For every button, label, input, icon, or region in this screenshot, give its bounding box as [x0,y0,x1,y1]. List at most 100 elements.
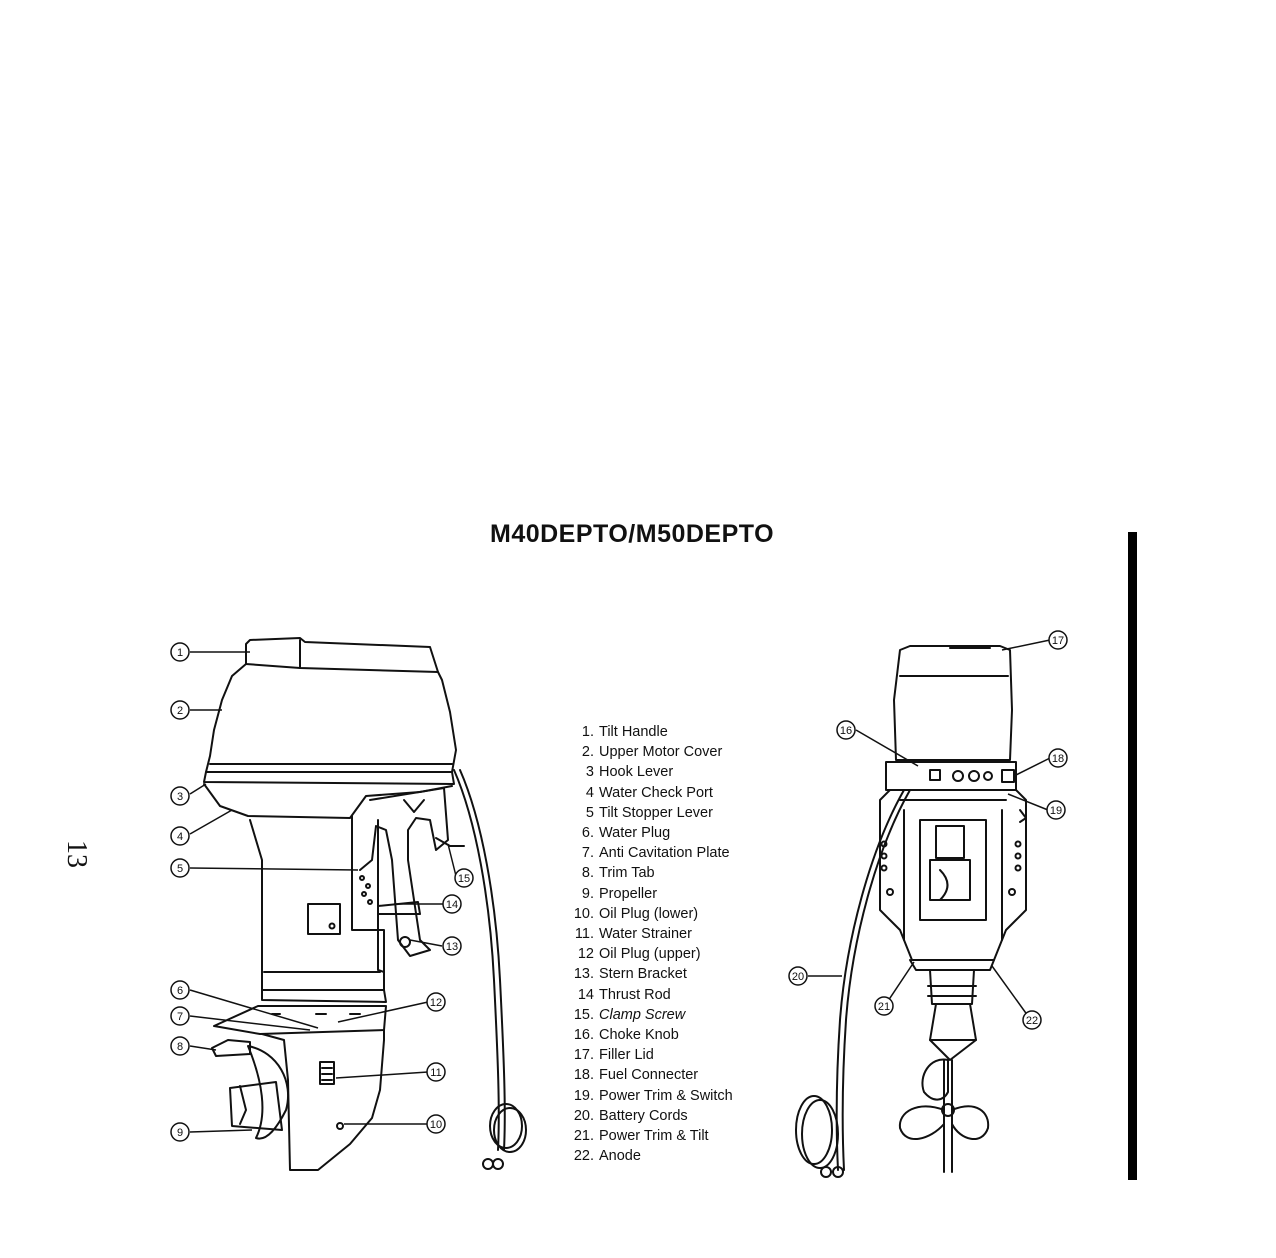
part-number: 14 [577,986,594,1003]
callout-number: 6 [177,985,183,997]
parts-list-item: 19. Power Trim & Switch [556,1086,733,1106]
part-number: 1. [581,724,594,740]
part-label: Anode [599,1148,641,1165]
callout-8 [170,1036,190,1056]
callout-number: 20 [792,971,804,983]
parts-list-item: 17. Filler Lid [556,1045,733,1065]
part-number: 21. [573,1128,594,1145]
callout-9 [170,1122,190,1142]
parts-list-item: 14 Thrust Rod [556,985,733,1005]
part-label: Propeller [599,885,658,902]
callout-16 [836,720,856,740]
part-number: 17. [573,1047,594,1064]
callout-number: 8 [177,1041,183,1053]
callout-markers [170,630,1068,1142]
parts-list-item: 5 Tilt Stopper Lever [556,803,733,823]
callout-5 [170,858,190,878]
part-label: Thrust Rod [599,986,671,1003]
parts-list-item: 13.Stern Bracket [556,964,733,984]
part-label: Anti Cavitation Plate [599,845,730,862]
part-label: Tilt Handle [599,724,668,740]
callout-21 [874,996,894,1016]
callout-number: 5 [177,863,183,875]
part-label: Water Plug [599,825,671,842]
callout-number: 2 [177,705,183,717]
parts-list-item: 16. Choke Knob [556,1025,733,1045]
callout-6 [170,980,190,1000]
part-number: 6. [581,825,594,842]
part-number: 19. [573,1087,594,1104]
callout-10 [426,1114,446,1134]
parts-list-item: 18.Fuel Connecter [556,1065,733,1085]
part-label: Water Check Port [599,784,713,801]
callout-number: 16 [840,725,852,737]
parts-list-item: 1. Tilt Handle [556,722,733,742]
callout-3 [170,786,190,806]
callout-number: 13 [446,941,458,953]
part-number: 7. [581,845,594,862]
callout-1 [170,642,190,662]
parts-list-item: 12 Oil Plug (upper) [556,944,733,964]
parts-list-item: 4 Water Check Port [556,783,733,803]
part-number: 12 [577,946,594,963]
callout-number: 3 [177,791,183,803]
callout-2 [170,700,190,720]
part-label: Water Strainer [599,926,692,943]
callout-22 [1022,1010,1042,1030]
part-label: Trim Tab [599,865,655,882]
parts-list-item: 21. Power Trim & Tilt [556,1126,733,1146]
parts-list-item: 20.Battery Cords [556,1106,733,1126]
part-number: 2. [581,744,594,761]
callout-4 [170,826,190,846]
callout-number: 9 [177,1127,183,1139]
parts-list-item: 11.Water Strainer [556,924,733,944]
callout-number: 1 [177,647,183,659]
part-number: 4 [585,784,594,801]
callout-number: 21 [878,1001,890,1013]
part-label: Stern Bracket [599,966,687,983]
callout-18 [1048,748,1068,768]
part-label: Oil Plug (lower) [599,905,699,922]
part-number: 10. [573,905,594,922]
part-label: Oil Plug (upper) [599,946,701,963]
parts-list-item: 6. Water Plug [556,823,733,843]
page-title: M40DEPTO/M50DEPTO [490,520,775,548]
callout-15 [454,868,474,888]
part-number: 16. [573,1027,594,1044]
callout-20 [788,966,808,986]
part-label: Filler Lid [599,1047,654,1064]
callout-numbers: 1 2 3 4 5 6 7 8 9 10 11 12 13 14 15 16 1… [177,635,1064,1139]
callout-number: 12 [430,997,442,1009]
callout-number: 18 [1052,753,1064,765]
part-label: Upper Motor Cover [599,744,723,761]
part-number: 3 [585,764,594,781]
part-number: 8. [581,865,594,882]
part-label: Battery Cords [599,1107,688,1124]
front-view-motor [795,645,1027,1178]
parts-list-item: 2. Upper Motor Cover [556,742,733,762]
margin-rule [1128,532,1137,1180]
part-number: 5 [585,804,594,821]
callout-number: 14 [446,899,458,911]
part-label: Clamp Screw [599,1006,686,1023]
parts-list-item: 3 Hook Lever [556,762,733,782]
part-label: Hook Lever [599,764,674,781]
callout-7 [170,1006,190,1026]
parts-list-item: 7. Anti Cavitation Plate [556,843,733,863]
callout-number: 19 [1050,805,1062,817]
side-view-motor [203,637,527,1171]
part-label: Tilt Stopper Lever [599,804,713,821]
part-label: Choke Knob [599,1027,679,1044]
callout-14 [442,894,462,914]
part-label: Power Trim & Tilt [599,1128,709,1145]
part-number: 22. [573,1148,594,1165]
callout-number: 22 [1026,1015,1038,1027]
part-number: 15. [573,1006,594,1023]
part-label: Power Trim & Switch [599,1087,733,1104]
parts-list: 1. Tilt Handle 2. Upper Motor Cover 3 Hook … [556,722,733,1166]
callout-17 [1048,630,1068,650]
part-number: 18. [573,1067,594,1084]
parts-list-item: 9.Propeller [556,884,733,904]
parts-list-item: 15. Clamp Screw [556,1005,733,1025]
